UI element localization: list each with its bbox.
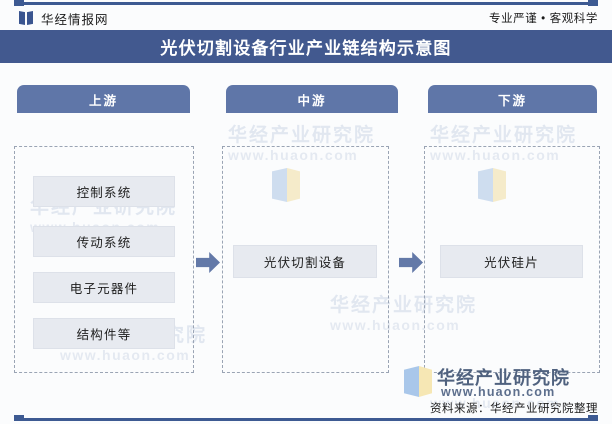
- bottom-divider: [14, 418, 598, 421]
- page-title: 光伏切割设备行业产业链结构示意图: [160, 39, 452, 58]
- column-header-label: 下游: [497, 93, 527, 108]
- panel-midstream: [222, 146, 389, 373]
- top-divider-cap-right: [588, 0, 598, 6]
- node-upstream-1[interactable]: 控制系统: [33, 176, 175, 207]
- logo-blade-right: [27, 11, 33, 25]
- node-label: 结构件等: [76, 328, 132, 342]
- node-label: 控制系统: [76, 186, 132, 200]
- footer-logo-mark-right: [419, 366, 432, 397]
- column-header-upstream[interactable]: 上游: [17, 85, 190, 113]
- node-midstream-1[interactable]: 光伏切割设备: [233, 245, 377, 278]
- watermark-cn: 华经产业研究院: [430, 125, 578, 146]
- arrow-right-icon: [196, 252, 220, 273]
- brand-logo-icon: [19, 11, 35, 25]
- brand-bar: 华经情报网 专业严谨 • 客观科学: [0, 6, 612, 30]
- node-upstream-2[interactable]: 传动系统: [33, 226, 175, 257]
- watermark-cn: 华经产业研究院: [228, 125, 376, 146]
- node-label: 传动系统: [76, 236, 132, 250]
- node-upstream-4[interactable]: 结构件等: [33, 318, 175, 349]
- column-header-downstream[interactable]: 下游: [428, 85, 597, 113]
- brand-slogan: 专业严谨 • 客观科学: [488, 13, 598, 25]
- node-upstream-3[interactable]: 电子元器件: [33, 272, 175, 303]
- column-header-midstream[interactable]: 中游: [226, 85, 398, 113]
- column-header-label: 中游: [297, 93, 327, 108]
- node-label: 电子元器件: [69, 282, 139, 296]
- column-header-label: 上游: [88, 93, 118, 108]
- footer-logo-mark-left: [404, 366, 419, 397]
- chart-title-band: 光伏切割设备行业产业链结构示意图: [0, 30, 612, 63]
- logo-blade-left: [19, 11, 25, 25]
- footer-logo-name: 华经产业研究院: [437, 368, 570, 388]
- bottom-divider-cap-right: [588, 415, 598, 421]
- source-note: 资料来源：华经产业研究院整理: [430, 403, 598, 415]
- node-label: 光伏切割设备: [263, 256, 347, 270]
- footer-logo-url: www.huaon.com: [441, 385, 556, 399]
- node-downstream-1[interactable]: 光伏硅片: [440, 245, 583, 278]
- arrow-right-icon: [399, 252, 423, 273]
- top-divider-cap-left: [14, 0, 24, 6]
- footer-logo: 华经产业研究院 www.huaon.com: [404, 364, 604, 400]
- node-label: 光伏硅片: [484, 256, 539, 270]
- bottom-divider-cap-left: [14, 415, 24, 421]
- panel-upstream: [14, 146, 194, 373]
- panel-downstream: [424, 146, 600, 373]
- top-divider: [14, 2, 598, 5]
- brand-name: 华经情报网: [41, 13, 109, 27]
